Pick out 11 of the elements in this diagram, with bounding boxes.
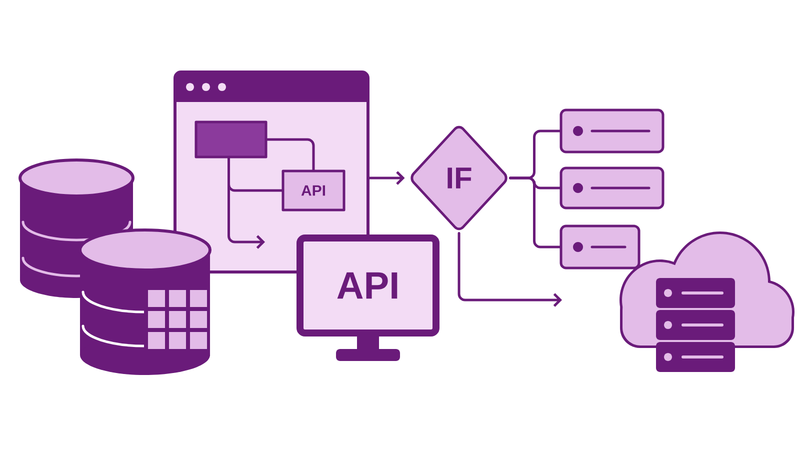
connector bbox=[368, 171, 405, 185]
list-item-box bbox=[560, 166, 664, 210]
connector bbox=[228, 157, 265, 249]
connector bbox=[266, 138, 315, 171]
connector bbox=[458, 232, 562, 307]
list-item-box bbox=[560, 224, 640, 270]
list-item-box bbox=[560, 108, 664, 154]
connector bbox=[509, 176, 561, 248]
api-box: API bbox=[282, 170, 346, 212]
block bbox=[194, 120, 268, 158]
monitor: API bbox=[296, 234, 440, 361]
